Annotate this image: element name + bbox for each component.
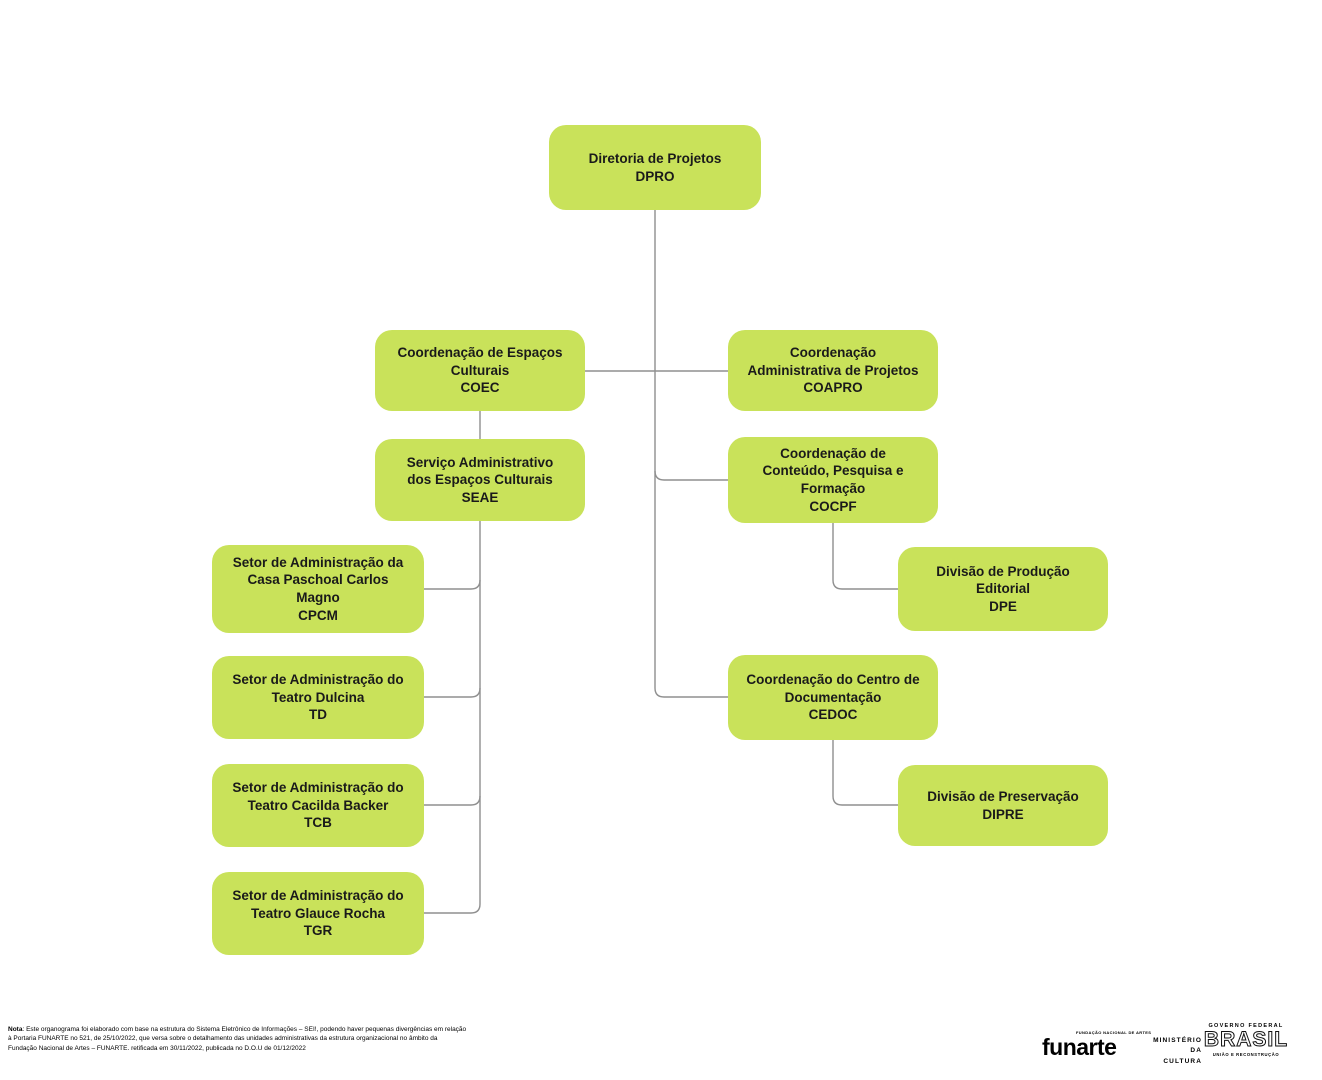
connector-tcb xyxy=(424,795,481,806)
org-node-acronym: CPCM xyxy=(298,607,338,623)
connector-cocpf-dpe xyxy=(832,523,898,590)
org-node-title: Setor de Administração do Teatro Cacilda… xyxy=(232,780,404,813)
connector-cocpf xyxy=(654,470,728,481)
org-node-acronym: SEAE xyxy=(461,489,499,505)
governo-logo-line1: GOVERNO FEDERAL xyxy=(1208,1023,1284,1029)
org-node-acronym: DIPRE xyxy=(982,806,1024,822)
connector-dpro-trunk xyxy=(654,210,728,698)
connector-cpcm xyxy=(424,579,481,590)
org-node-title: Divisão de Produção Editorial xyxy=(936,563,1070,597)
org-node-coec: Coordenação de Espaços Culturais COEC xyxy=(375,330,585,411)
org-node-acronym: CEDOC xyxy=(808,707,858,723)
org-node-acronym: TD xyxy=(309,707,327,723)
connector-seae-trunk xyxy=(424,521,481,914)
org-node-title: Setor de Administração do Teatro Glauce … xyxy=(232,888,404,921)
org-node-cedoc: Coordenação do Centro de Documentação CE… xyxy=(728,655,938,740)
org-node-dipre: Divisão de Preservação DIPRE xyxy=(898,765,1108,846)
governo-federal-logo: GOVERNO FEDERAL BRASIL UNIÃO E RECONSTRU… xyxy=(1198,1023,1294,1057)
org-node-dpro: Diretoria de Projetos DPRO xyxy=(549,125,761,210)
footnote: Nota: Este organograma foi elaborado com… xyxy=(8,1025,468,1053)
org-node-acronym: TCB xyxy=(304,815,332,831)
org-node-acronym: DPRO xyxy=(635,168,675,184)
org-node-tcb: Setor de Administração do Teatro Cacilda… xyxy=(212,764,424,847)
funarte-logo: FUNDAÇÃO NACIONAL DE ARTES funarte xyxy=(1042,1030,1151,1059)
org-node-cocpf: Coordenação de Conteúdo, Pesquisa e Form… xyxy=(728,437,938,523)
footnote-label: Nota xyxy=(8,1026,23,1033)
org-node-title: Setor de Administração da Casa Paschoal … xyxy=(232,554,404,605)
org-node-title: Serviço Administrativo dos Espaços Cultu… xyxy=(406,454,554,488)
org-node-acronym: COAPRO xyxy=(803,380,863,396)
connector-td xyxy=(424,687,481,698)
org-node-acronym: COEC xyxy=(460,380,500,396)
ministerio-cultura-logo: MINISTÉRIO DA CULTURA xyxy=(1140,1036,1202,1067)
org-node-seae: Serviço Administrativo dos Espaços Cultu… xyxy=(375,439,585,521)
connector-cedoc-dipre xyxy=(832,740,898,806)
org-node-cpcm: Setor de Administração da Casa Paschoal … xyxy=(212,545,424,633)
org-node-title: Coordenação de Espaços Culturais xyxy=(397,345,563,378)
brasil-wordmark: BRASIL xyxy=(1203,1028,1289,1051)
footnote-text: : Este organograma foi elaborado com bas… xyxy=(8,1026,467,1052)
ministerio-logo-line2: CULTURA xyxy=(1163,1057,1202,1065)
org-node-td: Setor de Administração do Teatro Dulcina… xyxy=(212,656,424,739)
org-node-acronym: TGR xyxy=(303,923,333,939)
ministerio-logo-line1: MINISTÉRIO DA xyxy=(1153,1037,1202,1055)
funarte-logo-wordmark: funarte xyxy=(1042,1034,1117,1060)
org-node-acronym: COCPF xyxy=(809,498,857,514)
org-node-title: Coordenação de Conteúdo, Pesquisa e Form… xyxy=(762,445,904,496)
org-node-title: Coordenação do Centro de Documentação xyxy=(746,672,920,705)
org-node-title: Setor de Administração do Teatro Dulcina xyxy=(232,672,404,705)
org-node-title: Coordenação Administrativa de Projetos xyxy=(747,345,919,378)
org-node-acronym: DPE xyxy=(989,598,1017,614)
org-node-tgr: Setor de Administração do Teatro Glauce … xyxy=(212,872,424,955)
org-node-coapro: Coordenação Administrativa de Projetos C… xyxy=(728,330,938,411)
org-node-dpe: Divisão de Produção Editorial DPE xyxy=(898,547,1108,631)
governo-logo-line2: UNIÃO E RECONSTRUÇÃO xyxy=(1212,1052,1280,1058)
org-node-title: Divisão de Preservação xyxy=(927,788,1079,804)
org-node-title: Diretoria de Projetos xyxy=(588,150,722,166)
funarte-logo-toptext: FUNDAÇÃO NACIONAL DE ARTES xyxy=(1076,1030,1152,1035)
